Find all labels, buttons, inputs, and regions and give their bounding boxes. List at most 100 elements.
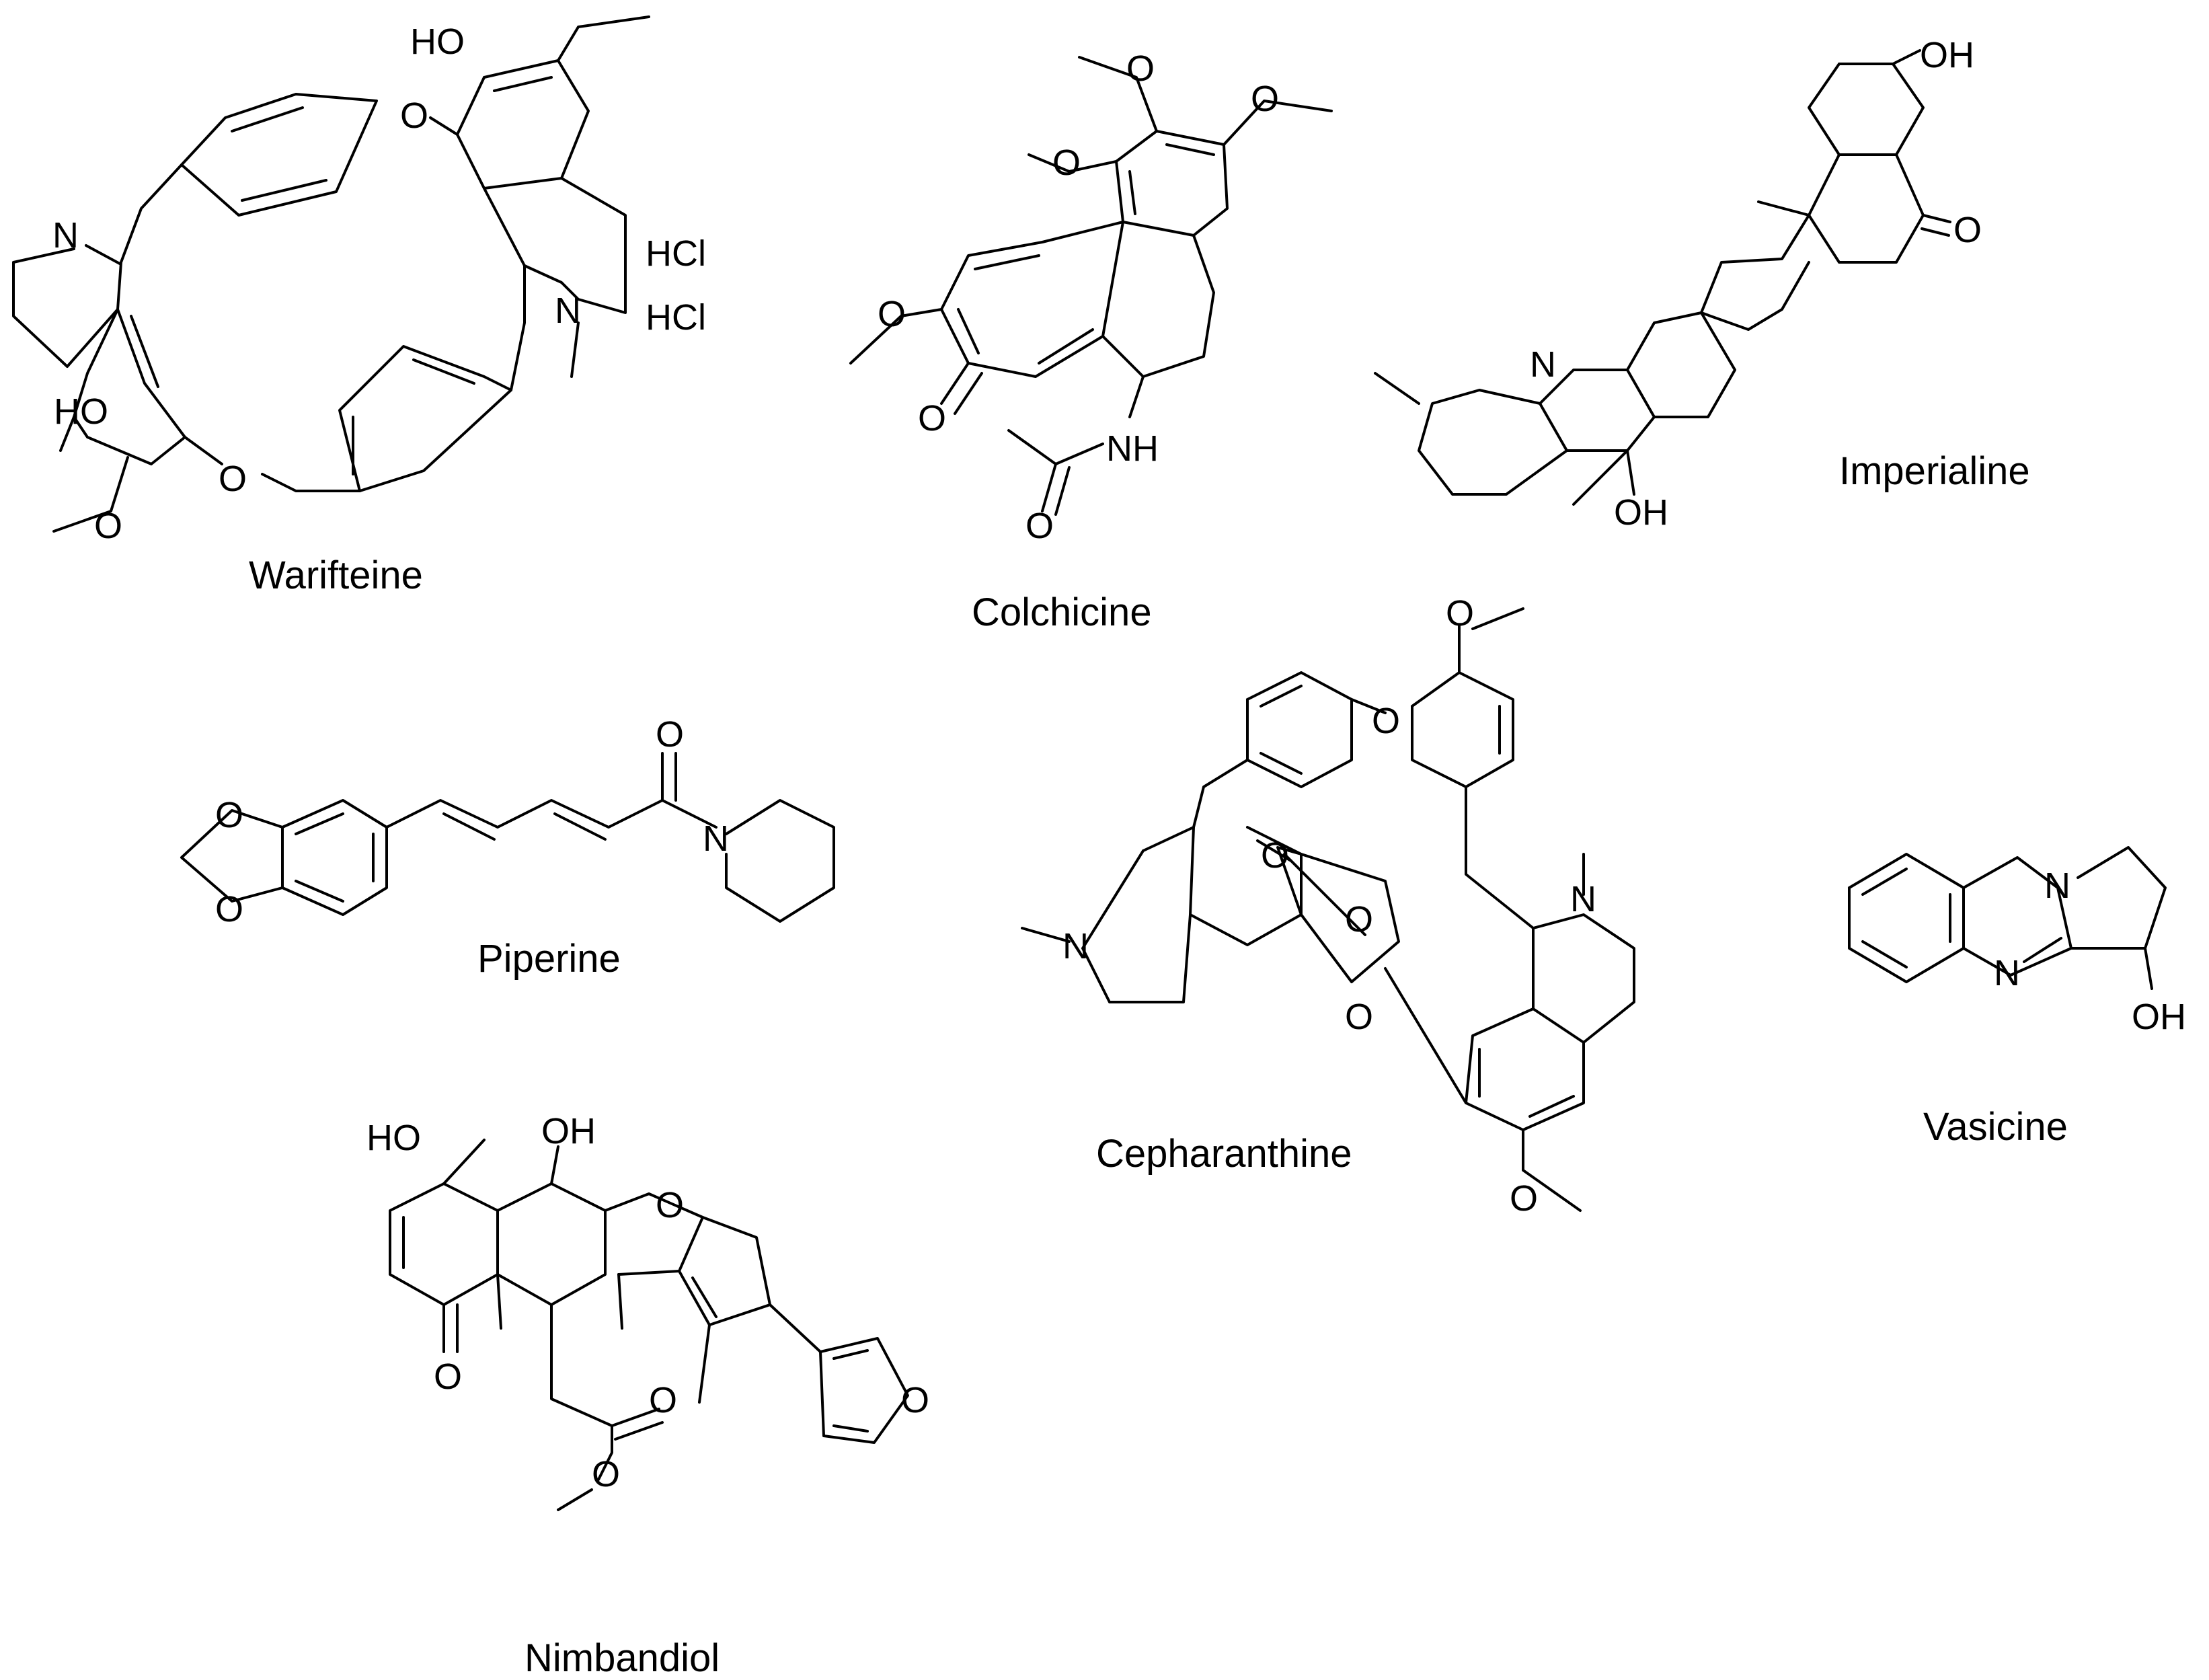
vasicine-label-oh: OH	[2132, 997, 2186, 1037]
cepharanthine-label-o-methoxy-top: O	[1446, 593, 1474, 634]
nimbandiol-label-oh: OH	[541, 1111, 596, 1151]
piperine-benzene-double-3	[295, 880, 344, 903]
nimbandiol-ester-carbonyl	[611, 1408, 660, 1427]
imperialine-ring-c	[1700, 214, 1810, 331]
imperialine-ketone	[1922, 214, 1951, 223]
nimbandiol-methyl-3	[617, 1273, 623, 1330]
colchicine-labels: O O O O O NH O Colchicine	[878, 48, 1279, 634]
cepharanthine-right-aryl-double-2	[1528, 1095, 1575, 1118]
cepharanthine-label-o-methoxy-bottom: O	[1510, 1178, 1538, 1219]
warifteine-label-n-pyridine: N	[52, 215, 79, 256]
colchicine-methoxy-4	[849, 308, 943, 365]
vasicine-benzene-double-1	[1861, 868, 1908, 896]
colchicine-tropolone-double-3	[1038, 328, 1094, 365]
warifteine-label-ho-top: HO	[410, 22, 465, 62]
colchicine-carbonyl	[940, 362, 970, 405]
colchicine-structure	[849, 56, 1333, 516]
imperialine-name: Imperialine	[1839, 449, 2030, 493]
vasicine-label-n-top: N	[2044, 866, 2070, 906]
nimbandiol-ester-carbonyl-double	[614, 1421, 664, 1441]
imperialine-methyl-left	[1374, 372, 1420, 405]
piperine-diene	[385, 799, 718, 829]
piperine-benzene-double-1	[295, 812, 344, 835]
colchicine-label-o-1: O	[1126, 48, 1155, 89]
nimbandiol-furan-double	[832, 1349, 869, 1360]
cepharanthine-label-o-ether: O	[1372, 701, 1400, 741]
piperine-labels: O O O N Piperine	[215, 714, 729, 981]
imperialine-label-o-ketone: O	[1953, 210, 1982, 250]
warifteine-methoxy-top	[557, 15, 650, 62]
warifteine-methoxy-bottom	[52, 456, 129, 533]
nimbandiol-ester-chain	[550, 1303, 613, 1481]
imperialine-labels: OH O N OH Imperialine	[1530, 35, 2030, 533]
piperine-diene-double-2	[553, 812, 607, 841]
colchicine-tropolone-double-1	[974, 254, 1040, 270]
colchicine-ring-a-double-2	[1128, 170, 1136, 215]
imperialine-ring-f	[1418, 389, 1568, 496]
piperine-label-o-2: O	[215, 889, 243, 929]
warifteine-ring-a	[456, 59, 590, 190]
warifteine-ether-bond-lower	[184, 436, 223, 465]
colchicine-ring-a-double	[1165, 143, 1215, 156]
warifteine-ring-a-double	[493, 76, 553, 92]
cepharanthine-ring-top-left	[1246, 671, 1353, 788]
piperine-dioxole	[180, 809, 284, 903]
warifteine-label-o-lower: O	[219, 459, 247, 499]
nimbandiol-ester-methyl	[557, 1488, 593, 1511]
warifteine-lower-ring-double	[130, 315, 159, 388]
colchicine-label-o-6: O	[1025, 506, 1054, 546]
warifteine-name: Warifteine	[249, 553, 423, 597]
warifteine-pyridine-ring	[12, 247, 119, 368]
nimbandiol-structure	[389, 1139, 909, 1511]
nimbandiol-label-ho: HO	[366, 1118, 421, 1158]
vasicine-name: Vasicine	[1923, 1105, 2068, 1149]
nimbandiol-furan-link	[769, 1303, 822, 1353]
warifteine-label-o-methoxy: O	[94, 506, 122, 546]
vasicine-structure	[1848, 846, 2167, 990]
vasicine-label-n-bottom: N	[1994, 953, 2020, 993]
nimbandiol-ring-d-double	[691, 1276, 718, 1318]
vasicine-pyrimidine	[1962, 856, 2072, 977]
colchicine-acetyl-carbonyl-double	[1054, 466, 1071, 516]
warifteine-label-o-ether: O	[400, 96, 428, 136]
cepharanthine-ring-top-left-double	[1259, 685, 1303, 708]
nimbandiol-ring-b	[496, 1182, 607, 1306]
cepharanthine-name: Cepharanthine	[1096, 1132, 1352, 1176]
imperialine-ring-e	[1539, 369, 1656, 452]
colchicine-tropolone-double-2	[957, 308, 980, 354]
cepharanthine-dioxole	[1276, 846, 1400, 983]
vasicine-benzene-double-3	[1861, 940, 1908, 968]
imperialine-oh-bottom	[1626, 449, 1635, 496]
colchicine-methoxy-1	[1078, 56, 1158, 132]
piperine-label-n: N	[703, 818, 729, 859]
cepharanthine-structure	[1021, 607, 1635, 1212]
cepharanthine-methoxy-top-2	[1471, 607, 1524, 630]
colchicine-name: Colchicine	[972, 590, 1152, 634]
colchicine-methoxy-3	[1028, 153, 1118, 173]
nimbandiol-furan-double-2	[832, 1424, 869, 1433]
cepharanthine-left-link	[1142, 759, 1249, 852]
imperialine-label-n: N	[1530, 344, 1556, 385]
colchicine-label-nh: NH	[1106, 428, 1159, 469]
nimbandiol-label-o-ring: O	[656, 1185, 684, 1225]
nimbandiol-ring-d	[678, 1216, 771, 1326]
imperialine-ketone-double	[1921, 227, 1950, 237]
warifteine-upper-aryl-double	[231, 106, 304, 132]
warifteine-ether-bond-1	[429, 116, 459, 136]
cepharanthine-label-o-dioxole-2: O	[1345, 899, 1373, 940]
cepharanthine-label-n-left: N	[1062, 926, 1089, 966]
cepharanthine-label-o-dioxole-3: O	[1345, 997, 1373, 1037]
imperialine-methyl-bottom	[1572, 449, 1629, 506]
cepharanthine-cross-link	[1384, 967, 1467, 1104]
colchicine-ring-b	[1101, 234, 1215, 378]
warifteine-upper-aryl-double-2	[241, 179, 327, 202]
nimbandiol-methyl-2	[496, 1273, 502, 1330]
cepharanthine-labels: O O O O O N N O Cepharanthine	[1062, 593, 1596, 1219]
colchicine-tropolone	[940, 221, 1124, 378]
colchicine-acetyl	[1007, 429, 1104, 465]
nimbandiol-label-o-furan: O	[901, 1380, 929, 1420]
vasicine-oh-bond	[2144, 947, 2153, 990]
cepharanthine-label-n-right: N	[1570, 879, 1596, 919]
nimbandiol-oh-bond	[550, 1145, 559, 1185]
